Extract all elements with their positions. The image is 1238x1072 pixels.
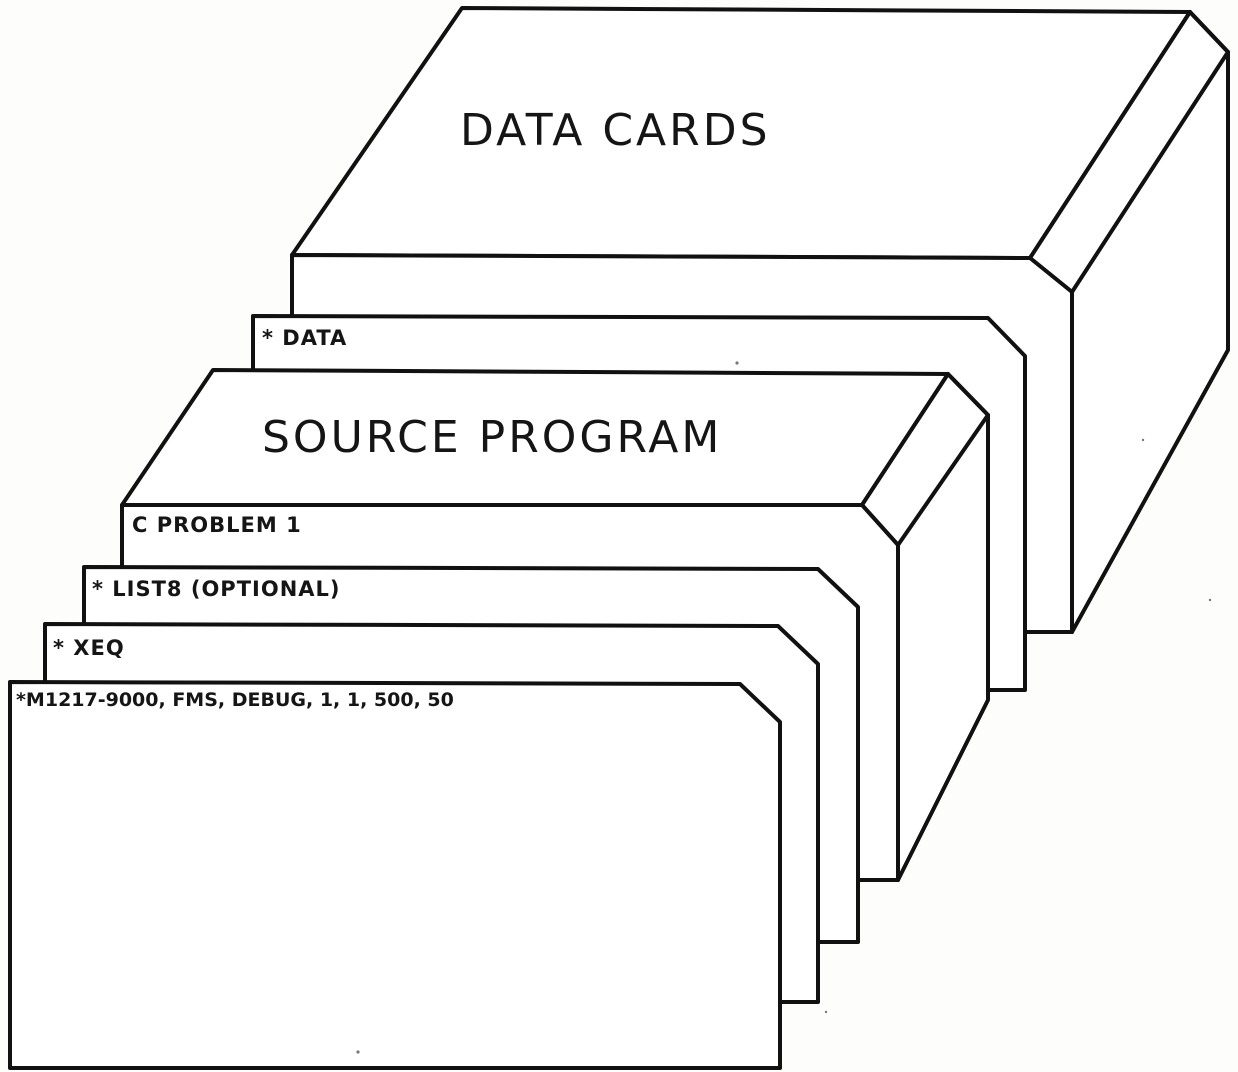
job-card-text: *M1217-9000, FMS, DEBUG, 1, 1, 500, 50	[16, 689, 454, 711]
data-deck-side-edge	[1070, 50, 1230, 294]
list8-card-text: * LIST8 (OPTIONAL)	[92, 577, 341, 601]
data-deck-label: DATA CARDS	[460, 105, 771, 156]
problem-card-text: C PROBLEM 1	[132, 513, 302, 537]
job-control-card: *M1217-9000, FMS, DEBUG, 1, 1, 500, 50	[8, 680, 782, 1070]
data-card-text: * DATA	[262, 326, 347, 350]
data-deck-top-bevel	[1188, 10, 1230, 54]
source-deck-label: SOURCE PROGRAM	[262, 412, 722, 463]
problem-comment-card: C PROBLEM 1	[132, 513, 302, 537]
paper-specks	[356, 361, 1212, 1054]
xeq-card-text: * XEQ	[53, 636, 125, 660]
job-card-body	[8, 680, 782, 1070]
source-deck-side-edge	[896, 413, 990, 547]
source-deck-top-bevel	[946, 372, 990, 417]
